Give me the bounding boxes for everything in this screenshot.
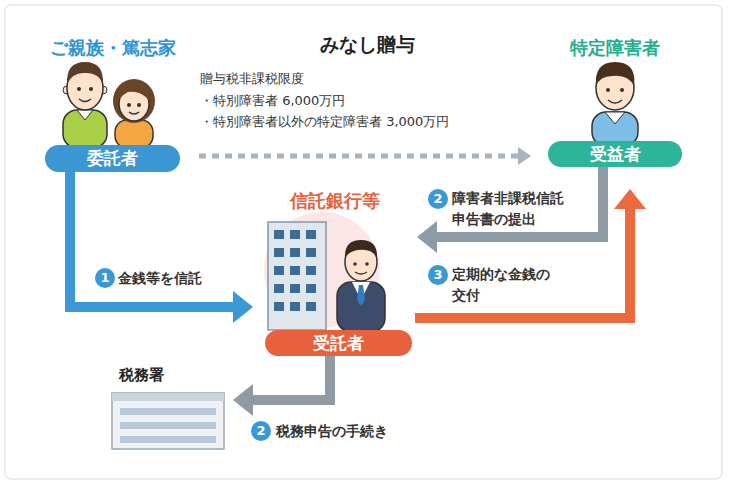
edge-label: 障害者非課税信託 申告書の提出: [452, 188, 577, 230]
node-heading: 特定障害者: [545, 36, 685, 60]
node-heading: 信託銀行等: [255, 189, 415, 213]
node-box: 税務署: [105, 363, 230, 449]
role-pill: 受益者: [548, 141, 682, 167]
edge-label: 金銭等を信託: [118, 268, 268, 289]
arrow-head: [233, 384, 253, 416]
hair: [596, 62, 635, 86]
hair: [345, 240, 377, 258]
hair: [119, 82, 149, 100]
hair: [113, 79, 155, 123]
note-text: 贈与税非課税限度: [200, 70, 304, 88]
eye: [127, 103, 131, 107]
connector-line: [70, 172, 234, 307]
roof-band: [112, 393, 224, 401]
node-box: ご親族・篤志家委託者: [40, 30, 185, 172]
callout-number: 3: [428, 265, 448, 285]
callout-number: 2: [428, 189, 448, 209]
arrow-head: [518, 147, 531, 165]
eye: [89, 87, 93, 91]
connector: [199, 147, 531, 165]
edge-label: 定期的な金銭の 交付: [452, 264, 562, 306]
window-band: [120, 436, 216, 443]
connector-line: [199, 154, 519, 159]
windows: [274, 230, 322, 320]
hair: [67, 62, 103, 84]
role-pill: 受託者: [265, 330, 412, 356]
connector: [70, 172, 253, 323]
shirt: [63, 110, 107, 148]
collar: [605, 112, 625, 124]
callout-number: 2: [251, 421, 271, 441]
arrow-head: [417, 221, 437, 253]
mouth: [79, 99, 91, 102]
node-heading: 税務署: [119, 366, 164, 385]
connector: [417, 167, 603, 253]
bank-building: [268, 222, 326, 330]
eye: [137, 103, 141, 107]
edge-label: 税務申告の手続き: [276, 421, 436, 442]
eye: [353, 262, 357, 266]
window-band: [120, 422, 216, 429]
note-text: ・特別障害者以外の特定障害者 3,000万円: [200, 113, 449, 131]
connector-line: [436, 167, 603, 237]
connector: [415, 189, 646, 318]
mouth: [608, 100, 622, 103]
eye: [77, 87, 81, 91]
connector-line: [252, 356, 330, 400]
eye: [620, 88, 624, 92]
arrow-head: [614, 189, 646, 209]
suit: [337, 282, 385, 332]
arrow-head: [233, 291, 253, 323]
connector: [233, 356, 330, 416]
note-text: ・特別障害者 6,000万円: [200, 92, 345, 110]
node-box: 特定障害者受益者: [545, 30, 685, 167]
node-box: 信託銀行等受託者: [255, 185, 415, 356]
role-pill: 委託者: [45, 145, 180, 172]
tie: [357, 285, 365, 306]
eye: [606, 88, 610, 92]
mouth: [129, 112, 139, 114]
eye: [365, 262, 369, 266]
callout-number: 1: [95, 268, 115, 288]
window-band: [120, 408, 216, 415]
tax-office-building: [112, 393, 224, 449]
mouth: [355, 272, 367, 274]
collar: [77, 110, 93, 120]
node-heading: ご親族・篤志家: [40, 36, 185, 60]
shirt: [115, 120, 153, 148]
frame: [5, 5, 722, 479]
